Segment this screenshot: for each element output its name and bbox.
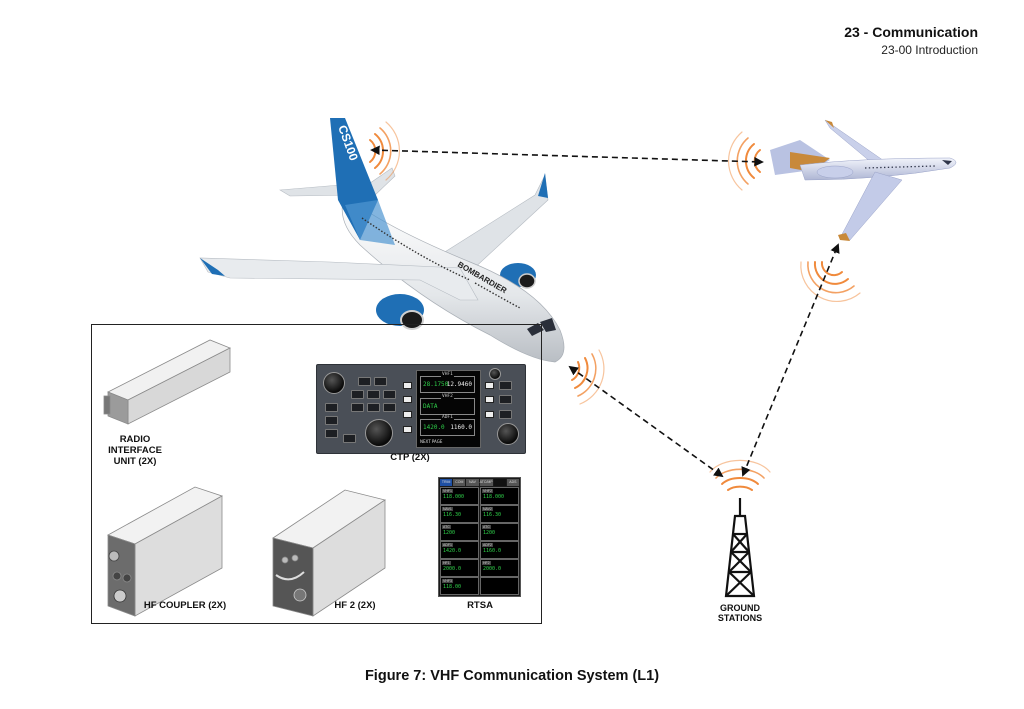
line-select-key-l3[interactable]	[403, 411, 412, 418]
riu-label: RADIO INTERFACE UNIT (2X)	[108, 434, 162, 467]
vhf1-active-freq: 28.1750	[423, 381, 449, 388]
control-tuning-panel: VHF1 28.1750 12.9460 VHF2 DATA ADF1 1420…	[316, 364, 526, 454]
link-airliner-ground	[568, 365, 724, 478]
ctp-button[interactable]	[499, 410, 512, 419]
rtsa-tabs: TRIM COM NAV ATC/MP ADS	[440, 479, 519, 486]
radar-knob[interactable]	[323, 372, 345, 394]
link-airliner-bizjet	[370, 145, 764, 167]
next-page-label[interactable]: NEXT PAGE	[420, 439, 443, 444]
vhf1-field[interactable]: VHF1 28.1750 12.9460	[420, 372, 475, 393]
ctp-button[interactable]	[351, 403, 364, 412]
vhf1-tag: VHF1	[441, 372, 454, 377]
line-select-key-r1[interactable]	[485, 382, 494, 389]
ctp-label: CTP (2X)	[390, 452, 430, 463]
ctp-button[interactable]	[351, 390, 364, 399]
rtsa-tab[interactable]: TRIM	[440, 479, 453, 486]
figure-caption: Figure 7: VHF Communication System (L1)	[364, 668, 660, 684]
vhf2-value: DATA	[423, 403, 438, 410]
rtsa-label: RTSA	[467, 600, 493, 611]
ctp-button[interactable]	[325, 416, 338, 425]
rtsa-tab[interactable]: NAV	[466, 479, 479, 486]
adf1-standby-freq: 1160.0	[450, 424, 472, 431]
line-select-key-l2[interactable]	[403, 396, 412, 403]
hf2-label: HF 2 (2X)	[334, 600, 376, 611]
business-jet-illustration	[770, 119, 957, 241]
vhf1-standby-freq: 12.9460	[446, 381, 472, 388]
rtsa-tab[interactable]: COM	[453, 479, 466, 486]
ctp-button[interactable]	[383, 390, 396, 399]
signal-waves-ground-station	[709, 459, 771, 491]
ctp-button[interactable]	[499, 381, 512, 390]
hf-coupler-label: HF COUPLER (2X)	[143, 600, 227, 611]
vhf2-field[interactable]: VHF2 DATA	[420, 394, 475, 415]
line-select-key-r3[interactable]	[485, 411, 494, 418]
ctp-button[interactable]	[325, 429, 338, 438]
ctp-button[interactable]	[383, 403, 396, 412]
section-title: 23-00 Introduction	[881, 43, 978, 57]
ctp-display: VHF1 28.1750 12.9460 VHF2 DATA ADF1 1420…	[416, 370, 481, 448]
ctp-button[interactable]	[367, 403, 380, 412]
chapter-title: 23 - Communication	[844, 24, 978, 40]
line-select-key-l4[interactable]	[403, 426, 412, 433]
signal-waves-airliner-belly	[571, 349, 605, 405]
line-select-key-r2[interactable]	[485, 396, 494, 403]
cs100-airliner-illustration: CS100 BOMBARDIER	[199, 118, 565, 363]
ctp-button[interactable]	[367, 390, 380, 399]
nav-selector-knob[interactable]	[365, 419, 393, 447]
ctp-button[interactable]	[374, 377, 387, 386]
brightness-knob[interactable]	[489, 368, 501, 380]
adf1-active-freq: 1420.0	[423, 424, 445, 431]
ground-station-tower-icon	[724, 498, 756, 598]
vhf2-tag: VHF2	[441, 394, 454, 399]
line-select-key-l1[interactable]	[403, 382, 412, 389]
link-ground-bizjet	[741, 243, 840, 477]
signal-waves-bizjet-wing	[800, 261, 861, 303]
ctp-button[interactable]	[325, 403, 338, 412]
rtsa-tab[interactable]: ADS	[506, 479, 519, 486]
ctp-button[interactable]	[358, 377, 371, 386]
ctp-button[interactable]	[343, 434, 356, 443]
rtsa-cell[interactable]	[480, 577, 519, 595]
adf1-field[interactable]: ADF1 1420.0 1160.0	[420, 415, 475, 436]
equipment-panel	[91, 324, 542, 624]
adf1-tag: ADF1	[441, 415, 454, 420]
rtsa-tab[interactable]	[493, 479, 506, 486]
tune-data-knob[interactable]	[497, 423, 519, 445]
ctp-button[interactable]	[499, 395, 512, 404]
rtsa-tab[interactable]: ATC/MP	[479, 479, 493, 486]
